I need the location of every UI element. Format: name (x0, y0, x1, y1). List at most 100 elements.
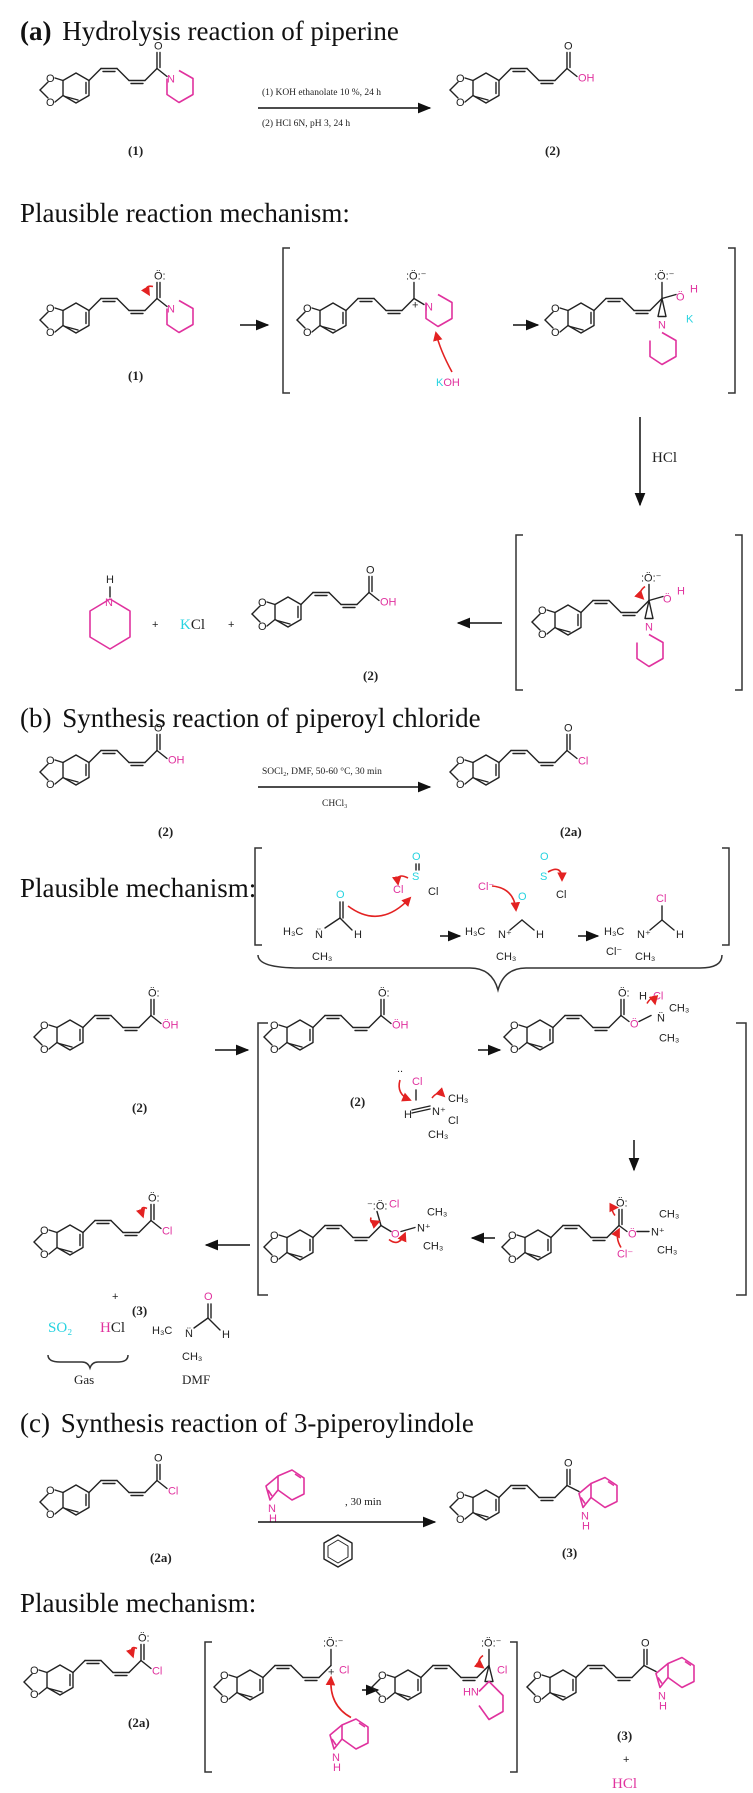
bond (580, 1497, 586, 1504)
pyrrole-ring (655, 1662, 669, 1689)
bond (541, 1674, 551, 1679)
vilsmeier-bracket-right (722, 847, 730, 946)
bond (550, 1224, 564, 1239)
svg-text:(c) Synthesis reaction o: (c) Synthesis reaction of 3-piperoylindo… (20, 1408, 474, 1438)
gas-label: Gas (74, 1372, 94, 1387)
oxygen-atom: O (40, 1020, 49, 1032)
electron-arrow (347, 896, 412, 918)
bond (498, 67, 512, 82)
electron-arrow (392, 875, 409, 886)
oxygen-atom: O (40, 1044, 49, 1056)
bond (449, 81, 459, 91)
bond (474, 777, 489, 783)
oxygen-atom: O (270, 1020, 279, 1032)
conditions-a-bottom: (2) HCl 6N, pH 3, 24 h (262, 118, 350, 129)
oxygen-atom: O (40, 1249, 49, 1261)
bond (110, 1219, 124, 1234)
hydroxyl-group: ÖH (392, 1020, 409, 1032)
benzo-ring (667, 1656, 695, 1689)
benzene-ring (554, 604, 582, 636)
bond (518, 1024, 528, 1029)
bond (340, 1014, 354, 1029)
carbonyl-oxygen: O (154, 723, 163, 735)
bond (39, 319, 49, 329)
mech-b-label-2: (2) (132, 1100, 147, 1115)
bond (100, 1659, 114, 1674)
section-b: (b) Synthesis reaction of piperoyl chlor… (20, 703, 747, 1387)
bond (559, 324, 569, 333)
hydroxyl-oxygen: Ö (663, 594, 672, 606)
chlorine-atom: Cl (162, 1226, 172, 1238)
bond (339, 917, 353, 931)
bond (376, 1210, 382, 1227)
benzene-ring (472, 1489, 500, 1521)
hcl-gas: HCl (100, 1320, 125, 1336)
bond (82, 1219, 96, 1234)
bond (371, 1686, 381, 1696)
bond (144, 297, 158, 312)
bond (116, 297, 130, 312)
section-b-title: Synthesis reaction of piperoyl chloride (62, 703, 480, 733)
bond (521, 919, 535, 931)
bond (156, 67, 168, 78)
mech-b-label-3: (3) (132, 1303, 147, 1318)
bond (263, 1036, 273, 1046)
piperidine-ring (166, 69, 194, 104)
bond (72, 1659, 86, 1674)
bond (23, 1673, 33, 1683)
mech-b-product: OOÖ:Cl (33, 1193, 172, 1261)
electron-arrow (547, 868, 567, 882)
methyl: H₃C (152, 1325, 172, 1337)
dmf-nitrogen: N̈ (315, 928, 323, 941)
bond (526, 1686, 536, 1696)
bond (150, 1219, 162, 1230)
bond (33, 1036, 43, 1046)
electron-arrow (473, 1654, 485, 1669)
bond (228, 1691, 238, 1700)
benzene-ring (319, 302, 347, 334)
bond (345, 297, 359, 312)
piperidine-ring (649, 331, 677, 366)
chlorine-atom: Cl (556, 889, 566, 901)
bond (386, 1691, 396, 1700)
bond (464, 94, 474, 103)
mech-c-bracket-left (204, 1641, 212, 1773)
bond (278, 1024, 288, 1029)
bond (38, 1669, 48, 1674)
bond (213, 1686, 223, 1696)
bond (128, 1659, 142, 1674)
benzene-ring (472, 754, 500, 786)
piperidine-ring (166, 299, 194, 334)
oxygen-atom: O (303, 303, 312, 315)
electron-arrow (325, 1675, 352, 1719)
chlorine-atom: Cl (389, 1199, 399, 1211)
lone-pair: .. (397, 1063, 403, 1075)
iminium-nitrogen: N⁺ (651, 1227, 665, 1239)
mech-b-plus: + (112, 1291, 118, 1303)
benzene-ring (62, 1484, 90, 1516)
carbonyl-oxygen: O (641, 1638, 650, 1650)
bond (566, 1484, 580, 1493)
chlorine-atom: Cl (339, 1665, 349, 1677)
mech-a-label-2: (2) (363, 668, 378, 683)
bond (420, 1664, 434, 1679)
electron-arrow (136, 1206, 148, 1219)
methyl: CH₃ (448, 1093, 468, 1105)
oxygen-atom: O (46, 73, 55, 85)
bond (266, 618, 276, 627)
section-a-tag: (a) (20, 16, 51, 46)
bond (474, 95, 489, 101)
carbonyl-oxygen: O (154, 41, 163, 53)
bond (33, 1233, 43, 1243)
chlorine-atom: Cl (152, 1666, 162, 1678)
bond (58, 1247, 73, 1253)
bond (516, 1234, 526, 1239)
bond (39, 1493, 49, 1503)
bond (39, 771, 49, 781)
iminium-nitrogen: N⁺ (432, 1106, 446, 1118)
